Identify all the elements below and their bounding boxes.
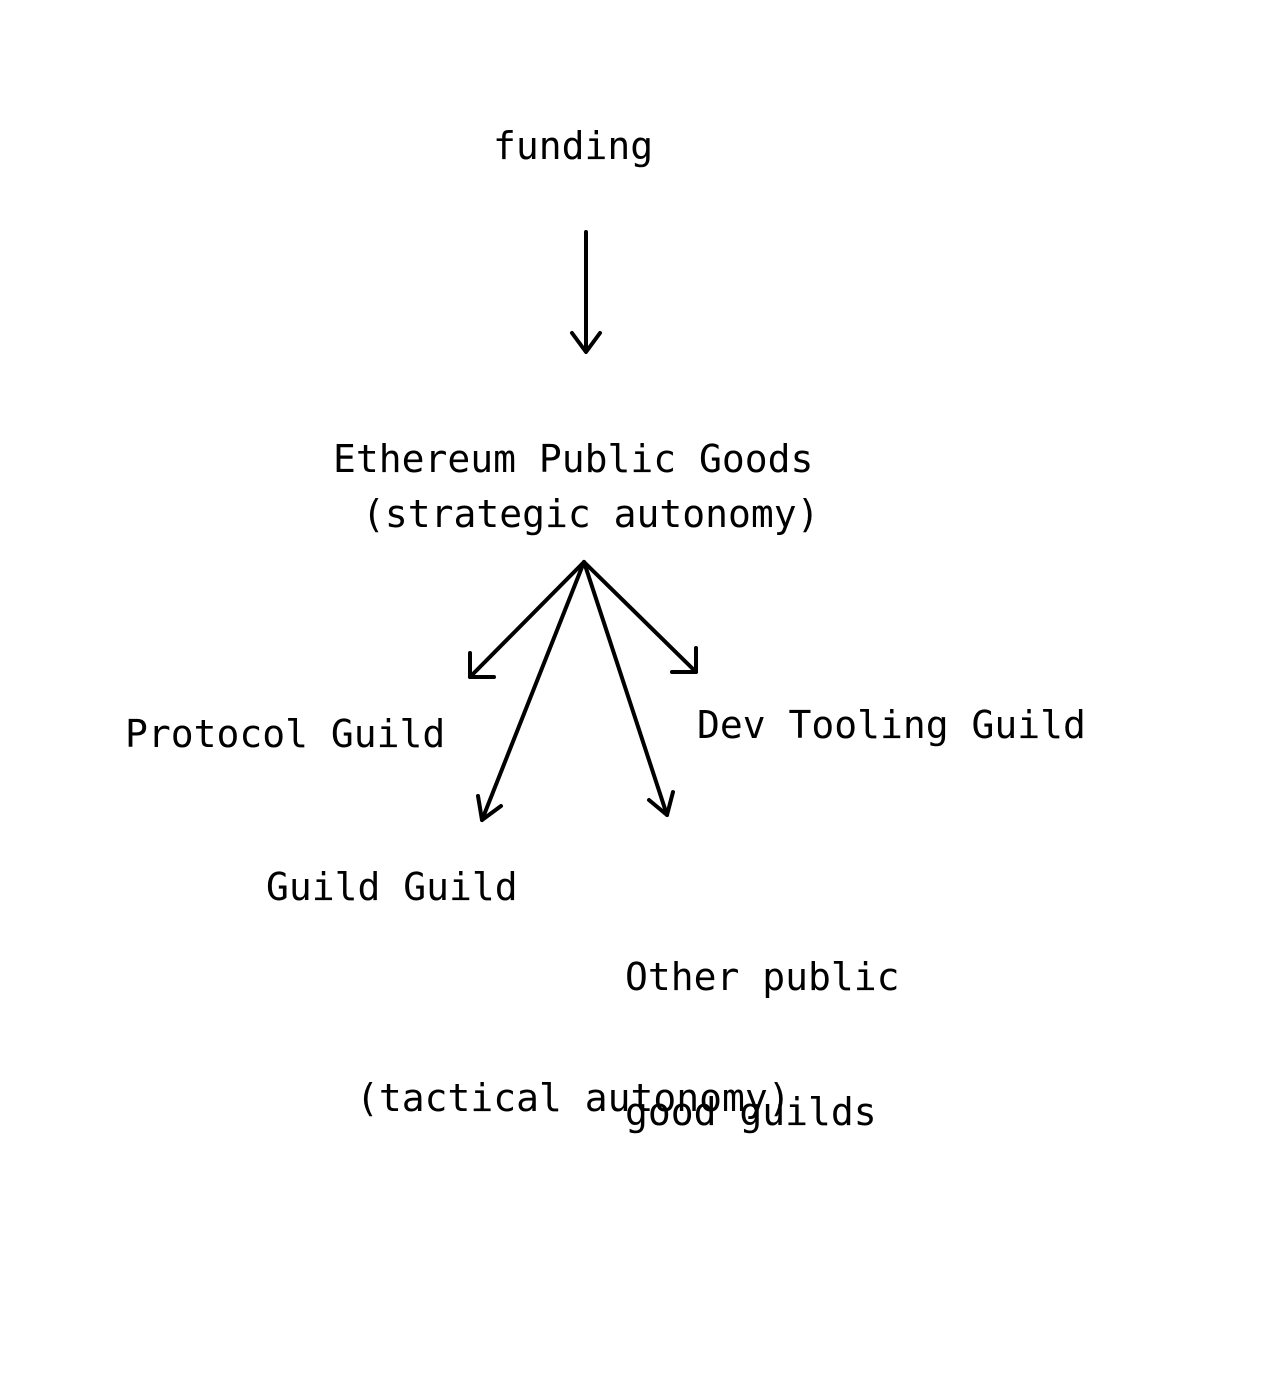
arrow-shaft (582, 560, 698, 674)
arrowhead-down-left-icon (476, 794, 503, 822)
node-other-public-good-guilds: Other public good guilds (625, 865, 900, 1225)
arrowhead-down-right-icon (670, 646, 698, 674)
arrow-epg-to-guild-guild (476, 560, 586, 822)
arrow-shaft (480, 560, 586, 822)
node-protocol-guild: Protocol Guild (125, 712, 446, 756)
node-dev-tooling-guild: Dev Tooling Guild (697, 703, 1086, 747)
arrow-epg-to-other-guilds (582, 560, 675, 817)
node-strategic-autonomy-note: (strategic autonomy) (362, 492, 820, 536)
node-other-public-good-guilds-line2: good guilds (625, 1090, 877, 1134)
arrow-funding-to-epg (570, 230, 602, 354)
arrow-shaft (468, 560, 586, 679)
arrowhead-down-left-icon (468, 651, 496, 679)
arrow-epg-to-dev-tooling-guild (582, 560, 698, 674)
arrowhead-down-right-icon (647, 790, 675, 817)
node-funding: funding (493, 124, 654, 168)
node-other-public-good-guilds-line1: Other public (625, 955, 900, 999)
arrow-shaft (582, 560, 669, 817)
arrowhead-down-icon (570, 331, 602, 354)
node-ethereum-public-goods: Ethereum Public Goods (333, 437, 814, 481)
node-tactical-autonomy-note: (tactical autonomy) (356, 1076, 791, 1120)
arrow-epg-to-protocol-guild (468, 560, 586, 679)
node-guild-guild: Guild Guild (266, 865, 518, 909)
